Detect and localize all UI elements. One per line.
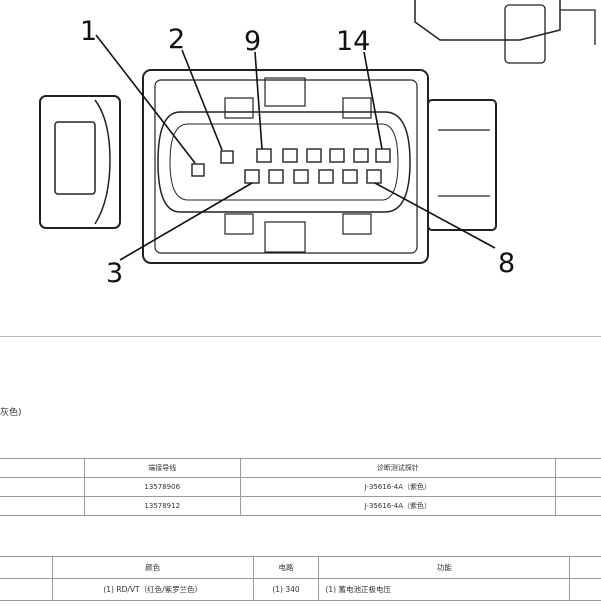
callout-8: 8	[498, 248, 515, 279]
table-header: 颜色 电路 功能	[0, 556, 601, 579]
pin-row-bottom	[244, 169, 382, 184]
header-color: 颜色	[51, 556, 254, 579]
pin-row-top	[256, 148, 391, 163]
header-test-probe: 诊断测试探针	[239, 458, 557, 478]
left-latch	[39, 95, 121, 229]
table-row: 13578912 J-35616-4A（紫色）	[0, 496, 601, 516]
color-note: 灰色)	[0, 408, 22, 418]
callout-3: 3	[106, 258, 123, 289]
section-divider	[0, 336, 601, 337]
header-terminal-wire: 端接导线	[83, 458, 241, 478]
terminal-table: 端接导线 诊断测试探针 13578906 J-35616-4A（紫色） 1357…	[0, 458, 601, 516]
pin-1	[191, 163, 205, 177]
connector-thumbnail	[414, 0, 561, 41]
table-header: 端接导线 诊断测试探针	[0, 458, 601, 478]
connector-diagram: 1 2 9 14 3 8	[39, 0, 596, 289]
connector-seal	[157, 111, 411, 213]
header-function: 功能	[318, 556, 571, 579]
pinout-table: 颜色 电路 功能 (1) RD/VT（红色/紫罗兰色） (1) 340 (1) …	[0, 556, 601, 601]
callout-14: 14	[336, 26, 370, 57]
callout-2: 2	[168, 24, 185, 55]
right-tab	[427, 99, 497, 231]
callout-1: 1	[80, 16, 97, 47]
header-circuit: 电路	[252, 556, 320, 579]
connector-housing	[142, 69, 429, 264]
callout-9: 9	[244, 26, 261, 57]
table-row: (1) RD/VT（红色/紫罗兰色） (1) 340 (1) 蓄电池正极电压	[0, 578, 601, 601]
table-row: 13578906 J-35616-4A（紫色）	[0, 477, 601, 497]
pin-2	[220, 150, 234, 164]
